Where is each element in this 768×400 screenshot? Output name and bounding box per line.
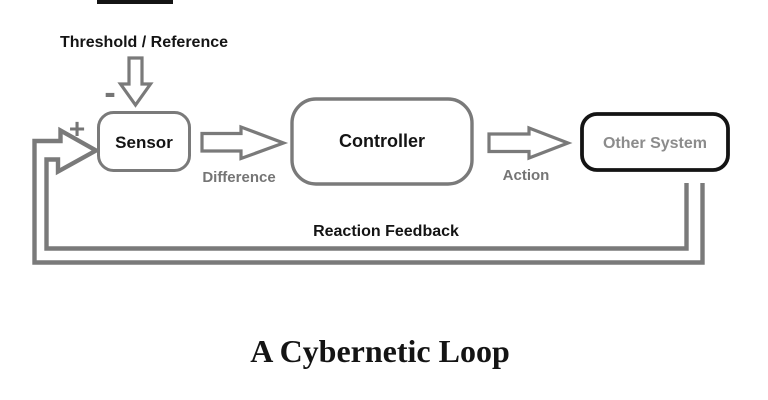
minus-sign: - — [104, 74, 115, 112]
difference-label: Difference — [202, 169, 275, 186]
diagram-title: A Cybernetic Loop — [250, 333, 510, 369]
reaction-feedback-label: Reaction Feedback — [313, 223, 459, 240]
controller-label: Controller — [339, 131, 425, 151]
controller-box — [290, 97, 474, 186]
other-system-box — [580, 112, 730, 172]
difference-arrow-icon — [200, 124, 289, 161]
threshold-reference-label: Threshold / Reference — [60, 34, 228, 51]
sensor-box — [97, 111, 191, 172]
other-system-label: Other System — [603, 135, 707, 152]
sensor-label: Sensor — [115, 133, 173, 152]
action-label: Action — [503, 167, 550, 184]
action-arrow-icon — [487, 125, 573, 161]
cropped-top-artifact — [97, 0, 173, 4]
feedback-loop-path — [32, 126, 705, 265]
threshold-down-arrow-icon — [117, 56, 154, 108]
